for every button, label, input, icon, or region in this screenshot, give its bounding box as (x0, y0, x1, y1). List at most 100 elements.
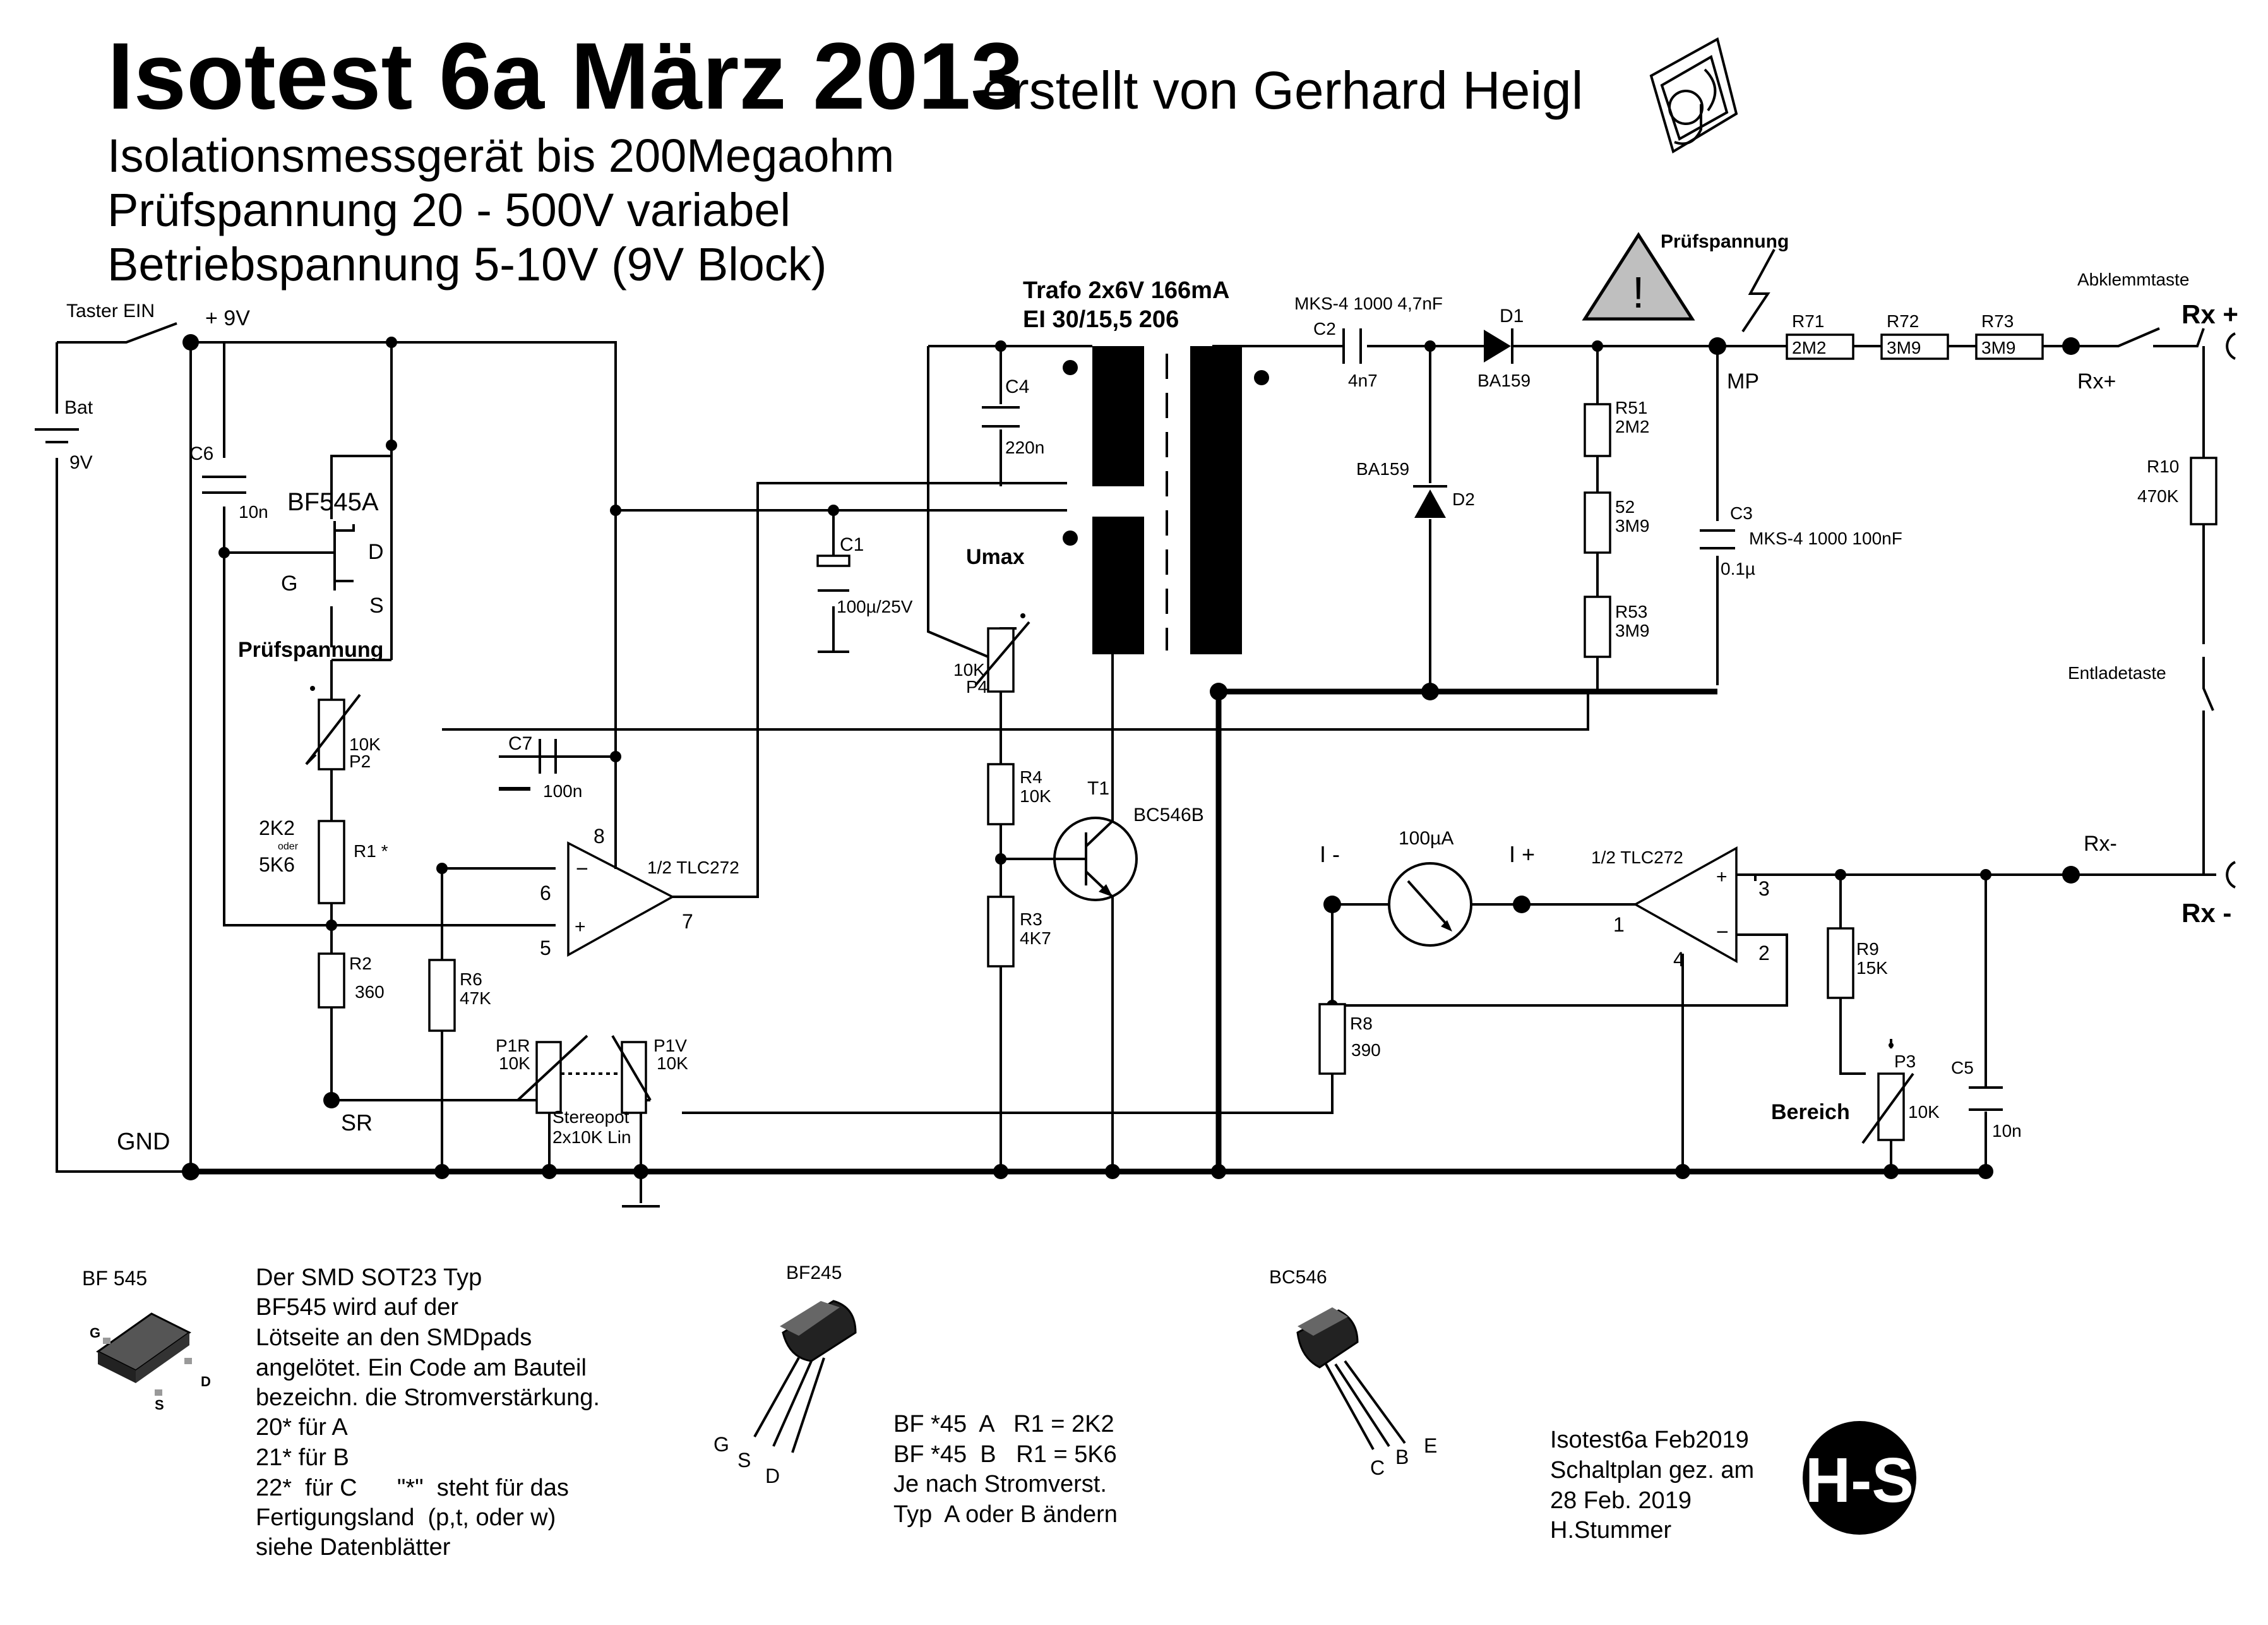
smd-note: Der SMD SOT23 Typ BF545 wird auf der Löt… (256, 1264, 600, 1561)
c4-value: 220n (1005, 438, 1044, 457)
battery-voltage: 9V (69, 452, 93, 473)
smd-note-line: angelötet. Ein Code am Bauteil (256, 1355, 587, 1381)
rx-plus-terminal-label: Rx + (2181, 299, 2238, 329)
diode-d2 (1413, 485, 1447, 518)
resistor-r72 (1880, 333, 1949, 360)
junction-dots (182, 334, 2080, 1180)
c2-label: C2 (1313, 319, 1336, 339)
sr-label: SR (341, 1110, 373, 1136)
warning-triangle-icon: ! (1582, 232, 1695, 321)
p1r-value: 10K (499, 1053, 530, 1073)
c5-value: 10n (1992, 1121, 2022, 1141)
to92-bc546-icon (1296, 1307, 1406, 1450)
svg-text:−: − (576, 857, 588, 881)
r4-label: R4 (1020, 767, 1042, 787)
r51-label: R51 (1615, 398, 1647, 417)
opamp-left-pin8: 8 (594, 825, 605, 848)
opamp-left-type: 1/2 TLC272 (647, 858, 739, 877)
stereopot-value: 2x10K Lin (552, 1127, 631, 1147)
c3-value: 0.1µ (1721, 559, 1755, 579)
sot23-s-label: S (155, 1397, 164, 1413)
opamp-right-pin2: 2 (1758, 942, 1770, 964)
trafo-label-2: EI 30/15,5 206 (1023, 306, 1179, 333)
r52-value: 3M9 (1615, 516, 1649, 536)
resistor-r4 (987, 763, 1015, 825)
r10-label: R10 (2147, 457, 2179, 476)
r1-label: R1 * (354, 841, 388, 861)
variant-note-line: BF *45 B R1 = 5K6 (893, 1441, 1117, 1468)
credit-note-line: Isotest6a Feb2019 (1550, 1427, 1749, 1453)
t1-label: T1 (1087, 778, 1109, 799)
opamp-right-pin3: 3 (1758, 877, 1770, 900)
r51-value: 2M2 (1615, 417, 1649, 436)
p2-value: 10K (349, 735, 381, 754)
jfet-drain-label: D (368, 540, 384, 564)
variant-note: BF *45 A R1 = 2K2 BF *45 B R1 = 5K6 Je n… (893, 1411, 1118, 1528)
author-line: erstellt von Gerhard Heigl (982, 61, 1583, 120)
gnd-label: GND (117, 1129, 170, 1155)
p1v-value: 10K (657, 1053, 688, 1073)
capacitor-c2 (1342, 328, 1362, 364)
p2-label: P2 (349, 752, 371, 771)
rx-plus-jack-icon (2226, 332, 2236, 360)
opamp-left-tlc272: − + (567, 801, 675, 957)
r53-label: R53 (1615, 602, 1647, 621)
smd-note-line: 22* für C "*" steht für das (256, 1475, 569, 1501)
jfet-bf545a (313, 521, 355, 591)
smd-note-line: Der SMD SOT23 Typ (256, 1264, 482, 1291)
bf245-d-label: D (765, 1465, 780, 1487)
bc546-c-label: C (1370, 1456, 1385, 1479)
variant-note-line: BF *45 A R1 = 2K2 (893, 1411, 1114, 1437)
opamp-left-pin7: 7 (682, 910, 693, 933)
battery-symbol (35, 414, 79, 458)
opamp-right-pin1: 1 (1613, 913, 1625, 936)
smd-note-line: 20* für A (256, 1414, 348, 1441)
svg-text:!: ! (1632, 268, 1644, 317)
smd-note-line: Fertigungsland (p,t, oder w) (256, 1504, 556, 1531)
gh-monogram-logo (1649, 37, 1738, 154)
ground-symbol-stereopot (622, 1172, 660, 1208)
r73-value: 3M9 (1981, 338, 2015, 357)
capacitor-c4 (982, 406, 1020, 428)
d1-label: D1 (1500, 306, 1524, 327)
battery-label: Bat (64, 397, 93, 418)
sot23-d-label: D (201, 1374, 211, 1389)
r2-value: 360 (355, 982, 385, 1002)
smd-note-line: BF545 wird auf der (256, 1294, 458, 1321)
meter-i-minus-label: I - (1320, 841, 1340, 867)
smd-note-line: siehe Datenblätter (256, 1534, 451, 1561)
umax-label: Umax (966, 545, 1025, 569)
r3-value: 4K7 (1020, 928, 1051, 948)
capacitor-c3 (1700, 529, 1735, 549)
r6-value: 47K (460, 988, 491, 1008)
microammeter (1388, 862, 1472, 947)
resistor-r8 (1318, 1003, 1346, 1075)
r52-label: 52 (1615, 497, 1635, 517)
opamp-left-pin6: 6 (540, 882, 551, 904)
r1-value-b: 5K6 (259, 853, 295, 876)
r9-value: 15K (1856, 958, 1888, 978)
smd-note-line: bezeichn. die Stromverstärkung. (256, 1384, 600, 1411)
jfet-gate-label: G (281, 572, 297, 596)
credit-note-line: Schaltplan gez. am (1550, 1457, 1754, 1484)
r71-value: 2M2 (1792, 338, 1826, 357)
variant-note-line: Typ A oder B ändern (893, 1501, 1118, 1528)
c2-value: 4n7 (1348, 371, 1378, 390)
svg-text:+: + (1716, 866, 1728, 887)
bf245-g-label: G (713, 1433, 729, 1456)
meter-i-plus-label: I + (1509, 841, 1535, 867)
transformer (1092, 346, 1242, 654)
opamp-right-pin4: 4 (1673, 948, 1685, 971)
credit-note-line: H.Stummer (1550, 1517, 1671, 1544)
rx-minus-terminal-label: Rx - (2181, 898, 2231, 928)
rx-minus-jack-icon (2226, 861, 2236, 889)
smd-note-line: 21* für B (256, 1444, 349, 1471)
mp-label: MP (1727, 369, 1759, 393)
bc546-title: BC546 (1269, 1267, 1327, 1288)
potentiometer-p3 (1861, 1043, 1914, 1144)
c5-label: C5 (1951, 1058, 1974, 1077)
stereopot-label: Stereopot (552, 1107, 630, 1127)
to92-bf245-icon (753, 1300, 857, 1453)
r1-value-a: 2K2 (259, 817, 295, 839)
bf545-title: BF 545 (82, 1267, 147, 1290)
